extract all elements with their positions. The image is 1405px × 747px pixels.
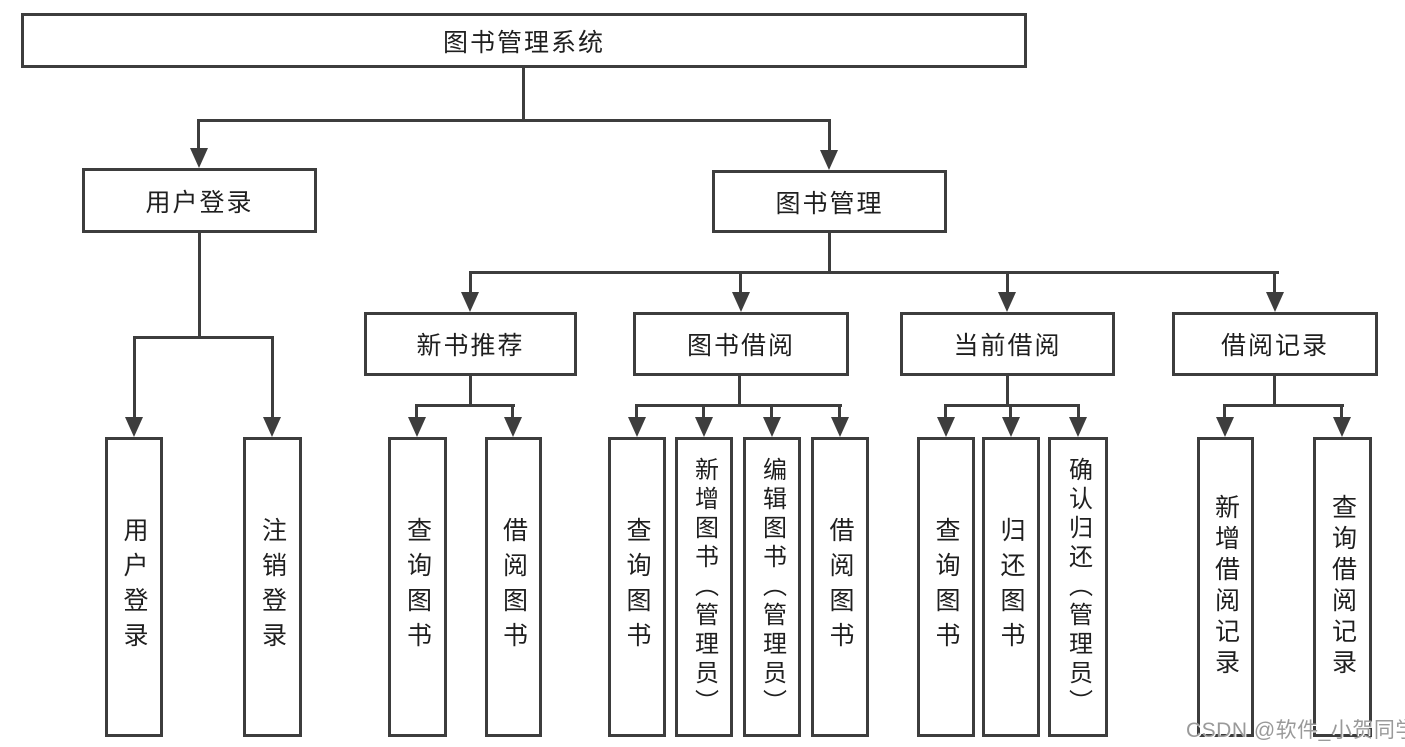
connector-segment bbox=[1340, 404, 1343, 420]
node-book-management: 图书管理 bbox=[712, 170, 947, 233]
connector-segment bbox=[198, 119, 831, 122]
leaf-records-query-record: 查询借阅记录 bbox=[1313, 437, 1372, 737]
connector-segment bbox=[828, 232, 831, 274]
leaf-recommend-query-books: 查询图书 bbox=[388, 437, 447, 737]
connector-segment bbox=[271, 336, 274, 420]
connector-segment bbox=[415, 404, 418, 420]
arrowhead-down-icon bbox=[820, 150, 838, 170]
node-book-borrowing: 图书借阅 bbox=[633, 312, 849, 376]
node-label: 新增借阅记录 bbox=[1211, 494, 1240, 680]
node-label: 当前借阅 bbox=[953, 332, 1062, 360]
connector-segment bbox=[702, 404, 705, 420]
connector-segment bbox=[1006, 271, 1009, 295]
arrowhead-down-icon bbox=[125, 417, 143, 437]
leaf-borrow-edit-books-admin: 编辑图书（管理员） bbox=[743, 437, 801, 737]
leaf-current-return-books: 归还图书 bbox=[982, 437, 1040, 737]
leaf-records-add-record: 新增借阅记录 bbox=[1197, 437, 1254, 737]
arrowhead-down-icon bbox=[937, 417, 955, 437]
node-label: 用户登录 bbox=[145, 188, 254, 217]
node-borrowing-records: 借阅记录 bbox=[1172, 312, 1378, 376]
arrowhead-down-icon bbox=[1002, 417, 1020, 437]
node-label: 确认归还（管理员） bbox=[1064, 456, 1092, 718]
node-label: 用户登录 bbox=[120, 517, 148, 657]
connector-segment bbox=[1223, 404, 1226, 420]
arrowhead-down-icon bbox=[1333, 417, 1351, 437]
watermark: CSDN @软件_小贺同学 bbox=[1186, 719, 1405, 742]
connector-segment bbox=[415, 404, 515, 407]
leaf-borrow-borrow-books: 借阅图书 bbox=[811, 437, 869, 737]
arrowhead-down-icon bbox=[1266, 292, 1284, 312]
arrowhead-down-icon bbox=[763, 417, 781, 437]
connector-segment bbox=[511, 404, 514, 420]
arrowhead-down-icon bbox=[732, 292, 750, 312]
connector-segment bbox=[838, 404, 841, 420]
leaf-current-query-books: 查询图书 bbox=[917, 437, 975, 737]
connector-segment bbox=[1223, 404, 1344, 407]
connector-segment bbox=[738, 375, 741, 406]
node-label: 图书借阅 bbox=[686, 332, 795, 360]
node-label: 图书管理系统 bbox=[442, 28, 605, 57]
arrowhead-down-icon bbox=[190, 148, 208, 168]
leaf-current-confirm-return-admin: 确认归还（管理员） bbox=[1048, 437, 1108, 737]
arrowhead-down-icon bbox=[628, 417, 646, 437]
connector-segment bbox=[197, 119, 200, 152]
arrowhead-down-icon bbox=[408, 417, 426, 437]
connector-segment bbox=[739, 271, 742, 295]
connector-segment bbox=[522, 67, 525, 121]
node-label: 查询图书 bbox=[932, 517, 960, 657]
node-label: 查询借阅记录 bbox=[1328, 494, 1357, 680]
node-label: 新增图书（管理员） bbox=[690, 456, 718, 718]
node-label: 查询图书 bbox=[403, 517, 432, 657]
node-system-root: 图书管理系统 bbox=[21, 13, 1027, 68]
leaf-borrow-query-books: 查询图书 bbox=[608, 437, 666, 737]
arrowhead-down-icon bbox=[998, 292, 1016, 312]
connector-segment bbox=[1273, 271, 1276, 295]
connector-segment bbox=[944, 404, 1080, 407]
node-label: 借阅记录 bbox=[1220, 332, 1329, 360]
node-label: 查询图书 bbox=[623, 517, 651, 657]
connector-segment bbox=[828, 119, 831, 153]
connector-segment bbox=[469, 375, 472, 406]
leaf-user-login: 用户登录 bbox=[105, 437, 163, 737]
leaf-recommend-borrow-books: 借阅图书 bbox=[485, 437, 542, 737]
node-label: 注销登录 bbox=[258, 517, 287, 657]
connector-segment bbox=[1273, 375, 1276, 406]
connector-segment bbox=[635, 404, 842, 407]
arrowhead-down-icon bbox=[504, 417, 522, 437]
node-label: 借阅图书 bbox=[826, 517, 854, 657]
connector-segment bbox=[1006, 375, 1009, 406]
node-label: 归还图书 bbox=[997, 517, 1025, 657]
node-label: 借阅图书 bbox=[499, 517, 528, 657]
arrowhead-down-icon bbox=[1216, 417, 1234, 437]
node-label: 新书推荐 bbox=[416, 332, 525, 360]
node-user-login-branch: 用户登录 bbox=[82, 168, 317, 233]
connector-segment bbox=[1077, 404, 1080, 420]
connector-segment bbox=[198, 232, 201, 339]
leaf-borrow-add-books-admin: 新增图书（管理员） bbox=[675, 437, 733, 737]
connector-segment bbox=[469, 271, 472, 295]
node-current-borrowing: 当前借阅 bbox=[900, 312, 1115, 376]
arrowhead-down-icon bbox=[695, 417, 713, 437]
arrowhead-down-icon bbox=[461, 292, 479, 312]
connector-segment bbox=[770, 404, 773, 420]
connector-segment bbox=[133, 336, 136, 420]
leaf-logout: 注销登录 bbox=[243, 437, 302, 737]
arrowhead-down-icon bbox=[263, 417, 281, 437]
connector-segment bbox=[133, 336, 274, 339]
connector-segment bbox=[635, 404, 638, 420]
node-label: 图书管理 bbox=[775, 189, 884, 218]
node-label: 编辑图书（管理员） bbox=[758, 456, 786, 718]
connector-segment bbox=[944, 404, 947, 420]
arrowhead-down-icon bbox=[831, 417, 849, 437]
connector-segment bbox=[469, 271, 1279, 274]
connector-segment bbox=[1009, 404, 1012, 420]
node-new-book-recommendation: 新书推荐 bbox=[364, 312, 577, 376]
arrowhead-down-icon bbox=[1069, 417, 1087, 437]
